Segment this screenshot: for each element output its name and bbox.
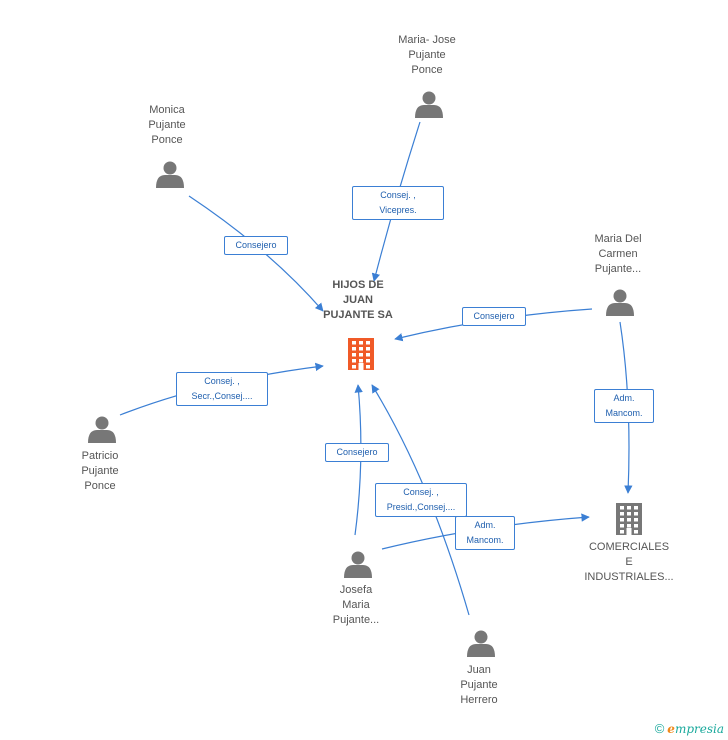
copyright-symbol: ©	[654, 721, 665, 736]
brand-logo: empresia	[667, 721, 724, 736]
edge-label-mariadelcarmen-comerciales[interactable]: Adm. Mancom.	[594, 389, 654, 423]
node-label-josefa[interactable]: Josefa Maria Pujante...	[332, 584, 380, 626]
person-icon-juan[interactable]	[467, 630, 495, 658]
person-icon-patricio[interactable]	[88, 416, 116, 444]
node-label-hijos[interactable]: HIJOS DE JUAN PUJANTE SA	[323, 279, 393, 321]
icons-layer	[88, 91, 642, 658]
edge-label-patricio-hijos[interactable]: Consej. , Secr.,Consej....	[176, 372, 268, 406]
node-label-juan[interactable]: Juan Pujante Herrero	[460, 664, 498, 706]
person-icon-monica[interactable]	[156, 161, 184, 189]
edge-label-monica-hijos[interactable]: Consejero	[224, 236, 288, 255]
building-icon-comerciales[interactable]	[616, 503, 642, 535]
node-label-comerciales[interactable]: COMERCIALES E INDUSTRIALES...	[584, 541, 674, 583]
person-icon-mariajose[interactable]	[415, 91, 443, 119]
node-label-patricio[interactable]: Patricio Pujante Ponce	[81, 450, 119, 492]
node-label-monica[interactable]: Monica Pujante Ponce	[148, 104, 186, 146]
edge-label-josefa-hijos[interactable]: Consejero	[325, 443, 389, 462]
edge-label-juan-hijos[interactable]: Consej. , Presid.,Consej....	[375, 483, 467, 517]
edge-label-mariajose-hijos[interactable]: Consej. , Vicepres.	[352, 186, 444, 220]
footer-brand[interactable]: © empresia	[655, 721, 724, 736]
edge-label-josefa-comerciales[interactable]: Adm. Mancom.	[455, 516, 515, 550]
node-label-mariajose[interactable]: Maria- Jose Pujante Ponce	[398, 34, 456, 76]
person-icon-josefa[interactable]	[344, 551, 372, 579]
edge-label-mariadelcarmen-hijos[interactable]: Consejero	[462, 307, 526, 326]
person-icon-mariadelcarmen[interactable]	[606, 289, 634, 317]
node-label-mariadelcarmen[interactable]: Maria Del Carmen Pujante...	[594, 233, 642, 275]
building-icon-hijos[interactable]	[348, 338, 374, 370]
